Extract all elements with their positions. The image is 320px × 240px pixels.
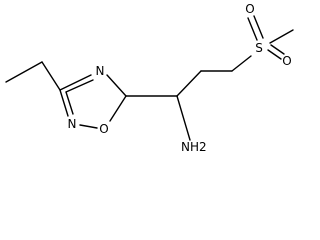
structure-svg: N N O NH2 S O O <box>5 2 294 153</box>
bond-s-o-top-double <box>253 15 264 39</box>
bond-ethyl-ch2-c3 <box>41 61 61 91</box>
bond-ethyl-ch3-ch2 <box>5 61 43 83</box>
atom-o-sulfonyl-right: O <box>282 54 291 68</box>
atom-n-top: N <box>96 64 105 78</box>
bond-n-top-c5 <box>106 74 127 97</box>
bond-ch-nh2 <box>176 95 191 141</box>
structure-canvas: N N O NH2 S O O <box>5 2 294 153</box>
bond-s-o-right <box>267 49 282 60</box>
bond-c5-o-ring <box>109 95 127 122</box>
atom-labels: N N O NH2 S O O <box>68 2 292 153</box>
bond-c3-n-top <box>59 74 92 91</box>
bond-ch-ch2 <box>176 70 202 97</box>
atom-n-bottom: N <box>68 117 77 131</box>
bond-s-o-top <box>247 17 258 41</box>
bond-o-ring-n-bottom <box>79 124 98 129</box>
atom-o-sulfonyl-top: O <box>245 2 254 16</box>
bond-ch2-s <box>231 55 252 72</box>
atom-o-ring: O <box>99 122 108 136</box>
bond-s-o-right-double <box>270 44 285 55</box>
bond-s-ch3 <box>269 29 294 44</box>
bond-n-bottom-c3 <box>59 89 69 117</box>
bonds <box>5 15 294 141</box>
atom-sulfur: S <box>255 41 263 55</box>
bond-c3-n-top-double <box>65 79 94 93</box>
atom-amine: NH2 <box>181 140 207 153</box>
bond-n-bottom-c3-double <box>65 91 74 115</box>
